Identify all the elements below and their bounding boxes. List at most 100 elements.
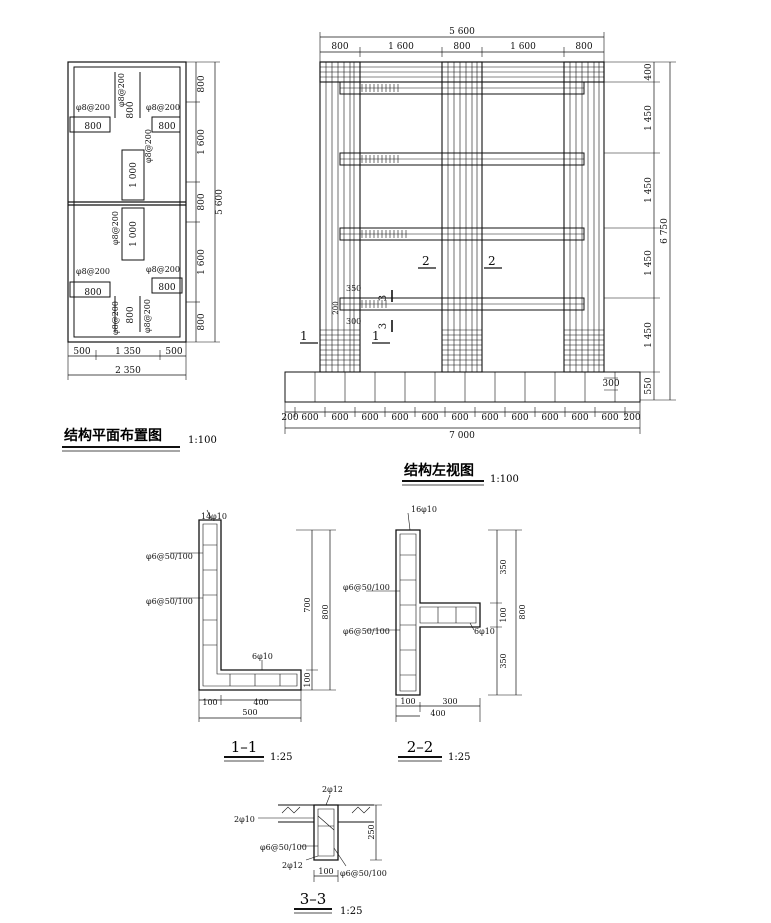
sec1-bottom-bar: 6φ10 (252, 652, 273, 661)
plan-span-5: 800 (126, 101, 136, 118)
elev-bottom-dim-7: 600 (451, 413, 468, 423)
elevation-view (284, 32, 676, 434)
section-2-2 (366, 512, 522, 722)
plan-span-3: 800 (84, 288, 101, 298)
sec1-h100: 100 (303, 672, 312, 687)
plan-rebar-label-6: φ8@200 (144, 129, 153, 163)
sec1-w400: 400 (253, 698, 268, 707)
elev-top-dim-5: 800 (575, 42, 592, 52)
elev-bottom-dim-4: 600 (361, 413, 378, 423)
sec2-stirrup-2: φ6@50/100 (343, 627, 390, 636)
section-3-3 (258, 794, 382, 882)
elev-mark-2a: 2 (422, 254, 430, 268)
elev-top-dim-4: 1 600 (510, 42, 536, 52)
sec3-bottom-bar: 2φ12 (282, 861, 303, 870)
elev-mark-3a: 3 (378, 295, 389, 301)
elev-scale: 1:100 (490, 474, 519, 485)
sec3-w100: 100 (318, 867, 333, 876)
elev-mark-3b: 3 (378, 323, 389, 329)
plan-dim-right-5: 800 (197, 313, 207, 330)
elev-right-dim-1: 400 (644, 63, 654, 80)
elev-bottom-dim-2: 600 (301, 413, 318, 423)
plan-dim-bottom-overall: 2 350 (115, 366, 141, 376)
plan-span-1: 800 (84, 122, 101, 132)
elev-mark-1a: 1 (300, 329, 308, 343)
sec2-top-bar: 16φ10 (411, 505, 437, 514)
elev-top-dim-3: 800 (453, 42, 470, 52)
elev-bottom-dim-10: 600 (541, 413, 558, 423)
elev-bottom-dim-13: 200 (623, 413, 640, 423)
elev-dim-200: 200 (332, 301, 340, 314)
elev-bottom-overall: 7 000 (449, 431, 475, 441)
sec2-h800: 800 (518, 604, 527, 619)
plan-view (67, 61, 220, 380)
elev-right-dim-5: 1 450 (644, 322, 654, 348)
sec2-stirrup-1: φ6@50/100 (343, 583, 390, 592)
plan-rebar-label-3: φ8@200 (76, 267, 110, 276)
sec2-w100: 100 (400, 697, 415, 706)
plan-span-2: 800 (158, 122, 175, 132)
plan-span-4: 800 (158, 283, 175, 293)
elev-dim-350: 350 (346, 284, 361, 293)
elev-top-dim-2: 1 600 (388, 42, 414, 52)
elev-bottom-dim-8: 600 (481, 413, 498, 423)
sec3-h250: 250 (367, 824, 376, 839)
sec1-stirrup-1: φ6@50/100 (146, 552, 193, 561)
elev-right-dim-3: 1 450 (644, 177, 654, 203)
elev-right-overall: 6 750 (660, 218, 670, 244)
sec2-w400: 400 (430, 709, 445, 718)
plan-dim-bottom-3: 500 (165, 347, 182, 357)
elev-bottom-dim-6: 600 (421, 413, 438, 423)
elev-bottom-dim-5: 600 (391, 413, 408, 423)
sec1-title: 1–1 (231, 738, 258, 756)
sec1-h700: 700 (303, 597, 312, 612)
sec3-title: 3–3 (300, 890, 327, 908)
elev-top-overall: 5 600 (449, 27, 475, 37)
plan-span-6: 800 (126, 306, 136, 323)
elev-bottom-dim-11: 600 (571, 413, 588, 423)
sec3-left-bar: 2φ10 (234, 815, 255, 824)
plan-rebar-label-9: φ8@200 (143, 299, 152, 333)
plan-title: 结构平面布置图 (64, 427, 162, 444)
sec3-stirrup-right: φ6@50/100 (340, 869, 387, 878)
plan-dim-right-3: 800 (197, 193, 207, 210)
plan-rebar-label-1: φ8@200 (76, 103, 110, 112)
plan-dim-bottom-2: 1 350 (115, 347, 141, 357)
plan-dim-bottom-1: 500 (73, 347, 90, 357)
elev-title: 结构左视图 (404, 462, 474, 479)
plan-span-1000-a: 1 000 (129, 162, 139, 188)
sec2-title: 2–2 (407, 738, 434, 756)
sec3-stirrup-left: φ6@50/100 (260, 843, 307, 852)
plan-rebar-label-8: φ8@200 (111, 301, 120, 335)
plan-dim-overall: 5 600 (215, 189, 225, 215)
plan-dim-right-2: 1 600 (197, 129, 207, 155)
sec1-scale: 1:25 (270, 752, 292, 763)
plan-scale: 1:100 (188, 435, 217, 446)
elev-right-dim-4: 1 450 (644, 250, 654, 276)
plan-dim-right-1: 800 (197, 75, 207, 92)
sec2-h100: 100 (499, 607, 508, 622)
elev-mark-1b: 1 (372, 329, 380, 343)
plan-rebar-label-7: φ8@200 (111, 211, 120, 245)
elev-right-dim-2: 1 450 (644, 105, 654, 131)
elev-dim-300: 300 (346, 317, 361, 326)
plan-rebar-label-2: φ8@200 (146, 103, 180, 112)
sec2-h350a: 350 (499, 559, 508, 574)
sec2-scale: 1:25 (448, 752, 470, 763)
elev-right-dim-6: 550 (644, 377, 654, 394)
elev-top-dim-1: 800 (331, 42, 348, 52)
sec3-scale: 1:25 (340, 906, 362, 917)
plan-dim-right-4: 1 600 (197, 249, 207, 275)
plan-rebar-label-4: φ8@200 (146, 265, 180, 274)
sec1-h800: 800 (321, 604, 330, 619)
sec2-side-bar: 6φ10 (474, 627, 495, 636)
sec2-w300: 300 (442, 697, 457, 706)
elev-bottom-dim-9: 600 (511, 413, 528, 423)
elev-bottom-dim-3: 600 (331, 413, 348, 423)
sec3-top-bar: 2φ12 (322, 785, 343, 794)
elev-bottom-dim-12: 600 (601, 413, 618, 423)
section-1-1 (170, 509, 336, 722)
plan-rebar-label-5: φ8@200 (117, 73, 126, 107)
elev-dim-300-right: 300 (602, 379, 619, 389)
